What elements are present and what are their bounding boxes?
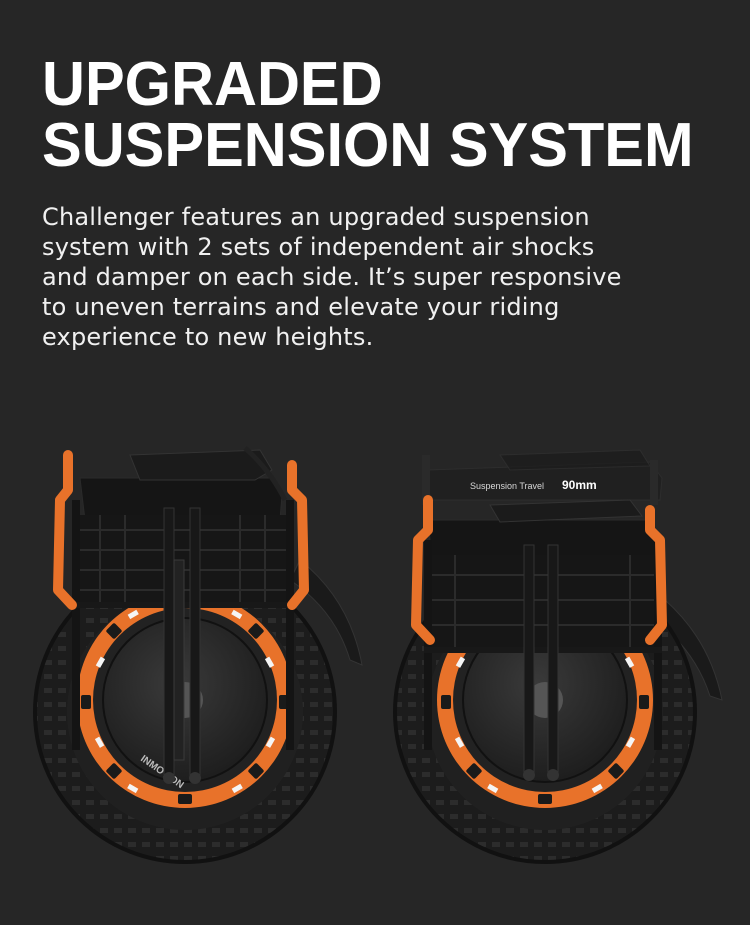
orange-handle-left — [53, 450, 77, 610]
description-line: Challenger features an upgraded suspensi… — [42, 203, 590, 231]
air-shocks — [523, 544, 559, 781]
suspension-travel-value: 90mm — [562, 478, 597, 492]
orange-handle-left — [411, 495, 435, 645]
product-illustration: INMOTION — [33, 446, 723, 864]
title-line-2: SUSPENSION SYSTEM — [42, 111, 694, 180]
description-line: to uneven terrains and elevate your ridi… — [42, 293, 560, 321]
description-line: and damper on each side. It’s super resp… — [42, 263, 622, 291]
suspension-travel-label: Suspension Travel — [470, 481, 544, 491]
description-line: system with 2 sets of independent air sh… — [42, 233, 595, 261]
page-title: UPGRADED SUSPENSION SYSTEM — [42, 50, 704, 180]
orange-handle-right — [287, 460, 309, 610]
wheel-extended: INMOTION — [33, 446, 363, 864]
title-line-1: UPGRADED — [42, 50, 383, 119]
wheel-compressed: Suspension Travel 90mm — [393, 449, 723, 864]
air-shocks — [163, 507, 201, 784]
orange-handle-right — [645, 505, 667, 645]
description-line: experience to new heights. — [42, 323, 374, 351]
description: Challenger features an upgraded suspensi… — [42, 202, 722, 352]
